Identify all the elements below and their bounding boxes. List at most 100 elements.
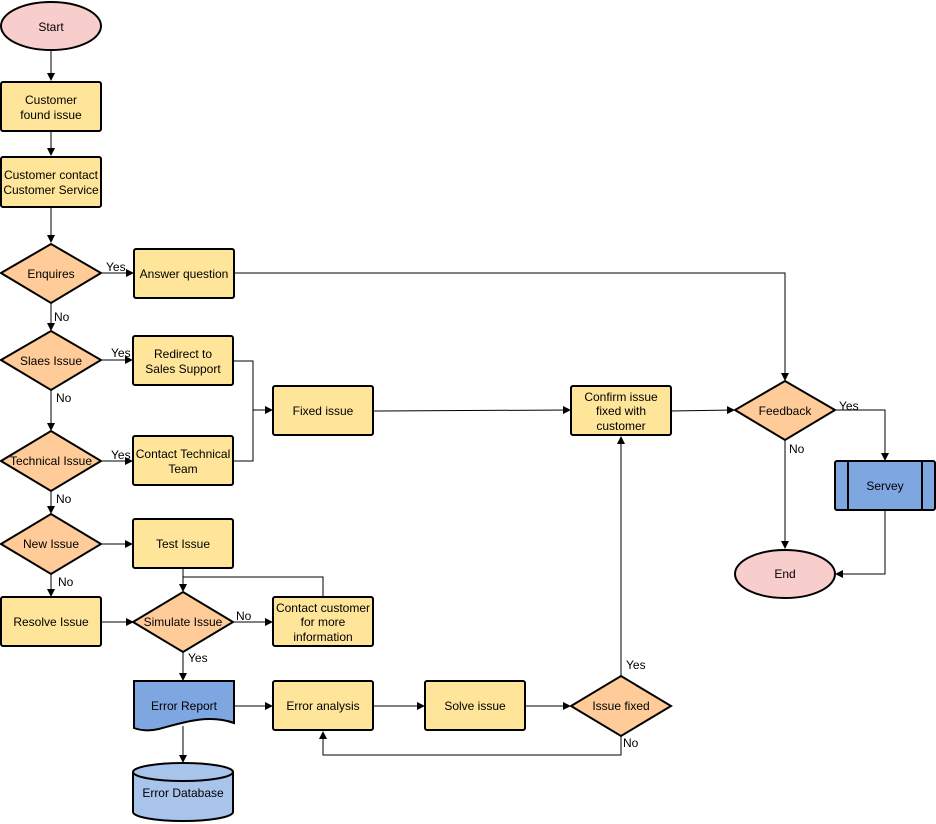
error-report-node[interactable]: Error Report: [133, 680, 235, 732]
answer-question-node[interactable]: Answer question: [133, 248, 235, 299]
resolve-issue-node[interactable]: Resolve Issue: [0, 596, 102, 647]
customer-contact-line-1: Customer contact: [4, 168, 99, 182]
label-sales-yes: Yes: [111, 346, 131, 360]
end-node[interactable]: End: [734, 549, 836, 599]
label-technical-no: No: [56, 492, 72, 506]
label-issue-fixed-no: No: [623, 736, 639, 750]
sales-issue-decision-node[interactable]: Slaes Issue: [0, 329, 103, 392]
sales-issue-diamond: [0, 329, 103, 392]
feedback-decision-node[interactable]: Feedback: [733, 379, 837, 442]
enquires-decision-node[interactable]: Enquires: [0, 242, 103, 305]
label-sales-no: No: [56, 391, 72, 405]
survey-box: [834, 460, 936, 511]
resolve-issue-label: Resolve Issue: [13, 615, 89, 629]
sales-issue-label: Slaes Issue: [20, 354, 82, 368]
technical-issue-decision-node[interactable]: Technical Issue: [0, 429, 103, 493]
customer-contact-node[interactable]: Customer contact Customer Service: [0, 156, 102, 208]
customer-found-issue-node[interactable]: Customer found issue: [0, 81, 102, 132]
edges: [47, 51, 889, 763]
error-database-cylinder: [132, 762, 234, 822]
edge-labels: Yes No Yes No Yes No No No Yes Yes No Ye…: [54, 260, 859, 750]
test-issue-node[interactable]: Test Issue: [132, 518, 234, 569]
contact-technical-line-2: Team: [168, 462, 197, 476]
contact-technical-box: [132, 435, 234, 486]
issue-fixed-decision-node[interactable]: Issue fixed: [569, 674, 673, 738]
redirect-sales-line-2: Sales Support: [145, 362, 221, 376]
confirm-issue-node[interactable]: Confirm issue fixed with customer: [570, 385, 672, 436]
confirm-issue-line-3: customer: [596, 419, 645, 433]
feedback-diamond: [733, 379, 837, 442]
start-label: Start: [38, 20, 64, 34]
answer-question-box: [133, 248, 235, 299]
contact-technical-node[interactable]: Contact Technical Team: [132, 435, 234, 486]
label-enquires-yes: Yes: [106, 260, 126, 274]
simulate-issue-label: Simulate Issue: [144, 615, 223, 629]
edge-fixed-to-confirm: [372, 406, 571, 415]
label-new-no: No: [58, 575, 74, 589]
answer-question-label: Answer question: [140, 267, 229, 281]
label-simulate-yes: Yes: [188, 651, 208, 665]
fixed-issue-node[interactable]: Fixed issue: [272, 385, 374, 436]
simulate-issue-diamond: [131, 590, 235, 654]
edge-redirect-to-fixed: [233, 360, 273, 414]
technical-issue-label: Technical Issue: [10, 454, 92, 468]
contact-customer-node[interactable]: Contact customer for more information: [272, 596, 374, 647]
confirm-issue-line-1: Confirm issue: [584, 390, 658, 404]
solve-issue-node[interactable]: Solve issue: [424, 680, 526, 731]
end-terminal: [734, 549, 836, 599]
customer-contact-box: [0, 156, 102, 208]
solve-issue-box: [424, 680, 526, 731]
new-issue-label: New Issue: [23, 537, 79, 551]
survey-label: Servey: [866, 479, 903, 493]
issue-fixed-label: Issue fixed: [592, 699, 649, 713]
label-feedback-no: No: [789, 442, 805, 456]
contact-customer-line-2: for more: [301, 615, 346, 629]
edge-confirm-to-feedback: [670, 406, 735, 415]
contact-customer-box: [272, 596, 374, 647]
customer-found-issue-line-1: Customer: [25, 93, 77, 107]
customer-contact-line-2: Customer Service: [3, 183, 99, 197]
contact-technical-line-1: Contact Technical: [136, 447, 231, 461]
edge-answer-to-feedback: [234, 272, 789, 381]
enquires-diamond: [0, 242, 103, 305]
redirect-sales-box: [132, 335, 234, 386]
feedback-label: Feedback: [759, 404, 813, 418]
redirect-sales-line-1: Redirect to: [154, 347, 212, 361]
survey-node[interactable]: Servey: [834, 460, 936, 511]
resolve-issue-box: [0, 596, 102, 647]
customer-found-issue-line-2: found issue: [20, 108, 82, 122]
new-issue-decision-node[interactable]: New Issue: [0, 512, 103, 576]
error-database-node[interactable]: Error Database: [132, 762, 234, 822]
error-database-rim: [132, 771, 234, 782]
customer-found-issue-box: [0, 81, 102, 132]
new-issue-diamond: [0, 512, 103, 576]
start-node[interactable]: Start: [0, 1, 102, 51]
simulate-issue-decision-node[interactable]: Simulate Issue: [131, 590, 235, 654]
contact-customer-line-1: Contact customer: [276, 601, 370, 615]
enquires-label: Enquires: [27, 267, 74, 281]
contact-customer-line-3: information: [293, 630, 352, 644]
end-label: End: [774, 567, 795, 581]
issue-fixed-diamond: [569, 674, 673, 738]
test-issue-box: [132, 518, 234, 569]
error-analysis-node[interactable]: Error analysis: [272, 680, 374, 731]
label-technical-yes: Yes: [111, 448, 131, 462]
start-terminal: [0, 1, 102, 51]
error-report-label: Error Report: [151, 699, 218, 713]
fixed-issue-label: Fixed issue: [293, 404, 354, 418]
edge-contact-tech-to-fixed: [233, 410, 254, 462]
error-analysis-box: [272, 680, 374, 731]
label-feedback-yes: Yes: [839, 399, 859, 413]
edge-contact-customer-loop: [183, 576, 324, 597]
error-report-document: [133, 680, 235, 732]
solve-issue-label: Solve issue: [444, 699, 506, 713]
fixed-issue-box: [272, 385, 374, 436]
error-database-label: Error Database: [142, 786, 224, 800]
edge-issue-fixed-to-analysis: [319, 731, 622, 756]
confirm-issue-box: [570, 385, 672, 436]
edge-feedback-to-survey: [835, 409, 889, 461]
label-simulate-no: No: [236, 609, 252, 623]
redirect-sales-node[interactable]: Redirect to Sales Support: [132, 335, 234, 386]
edge-survey-to-end: [835, 510, 886, 578]
